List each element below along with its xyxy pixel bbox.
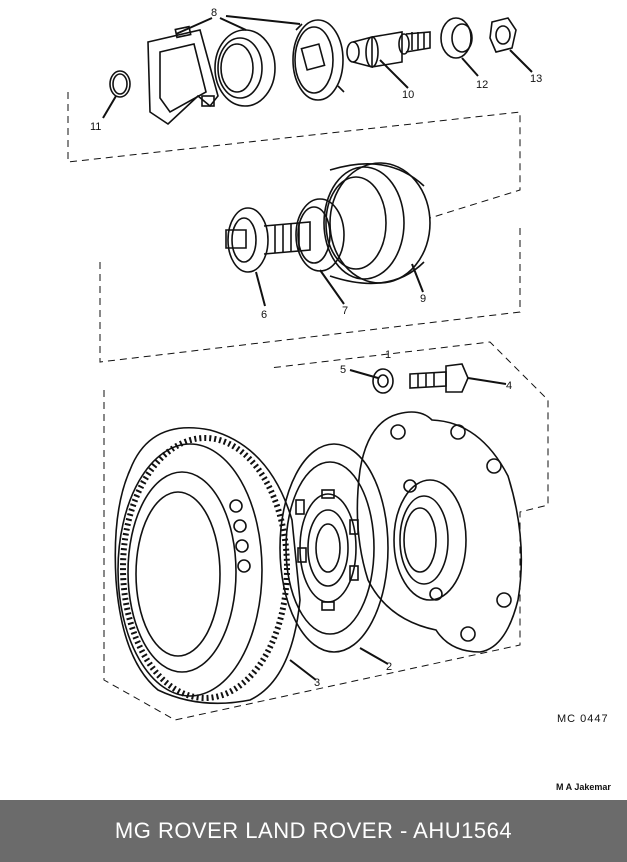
- callout-13: 13: [530, 73, 542, 85]
- diagram-code: MC 0447: [557, 713, 609, 725]
- spacer-part-7: [295, 198, 345, 272]
- exploded-diagram: 8 11 10 12 13 6 7 9 1 5 4 3 2 MC 0447 M …: [67, 7, 611, 792]
- callout-11: 11: [90, 121, 101, 133]
- callout-1: 1: [385, 349, 391, 361]
- footer-banner: MG ROVER LAND ROVER - AHU1564: [0, 800, 627, 862]
- pivot-pin-part-10: [346, 31, 431, 69]
- callout-6: 6: [261, 309, 267, 321]
- release-bearing-carrier-part-9: [323, 162, 431, 285]
- nut-part-13: [489, 17, 517, 53]
- clutch-cover-assembly-part-1: [356, 411, 523, 653]
- callout-4: 4: [506, 380, 512, 392]
- flywheel-part-3: [114, 426, 301, 705]
- retaining-plate-part-8: [292, 19, 345, 101]
- callout-8: 8: [211, 7, 217, 19]
- release-bearing-housing: [147, 25, 219, 126]
- callout-5: 5: [340, 364, 346, 376]
- o-ring-part-11: [109, 70, 131, 98]
- callout-7: 7: [342, 305, 348, 317]
- lock-washer-part-5: [372, 368, 394, 394]
- callout-9: 9: [420, 293, 426, 305]
- bearing-ring-part-8: [214, 29, 276, 107]
- diagram-svg: 8 11 10 12 13 6 7 9 1 5 4 3 2 MC 0447 M …: [67, 7, 611, 792]
- washer-part-12: [440, 17, 473, 59]
- bolt-part-4: [409, 363, 469, 393]
- callout-3: 3: [314, 677, 320, 689]
- callout-12: 12: [476, 79, 488, 91]
- banner-text: MG ROVER LAND ROVER - AHU1564: [114, 818, 513, 843]
- callout-10: 10: [402, 89, 414, 101]
- callout-2: 2: [386, 661, 392, 673]
- callout-labels: 8 11 10 12 13 6 7 9 1 5 4 3 2: [90, 7, 542, 689]
- leader-lines: [102, 15, 533, 681]
- clutch-plate-part-2: [279, 443, 389, 653]
- dashed-frames: [67, 92, 549, 721]
- bolt-part-6: [225, 207, 311, 273]
- illustrator-credit: M A Jakemar: [556, 782, 611, 792]
